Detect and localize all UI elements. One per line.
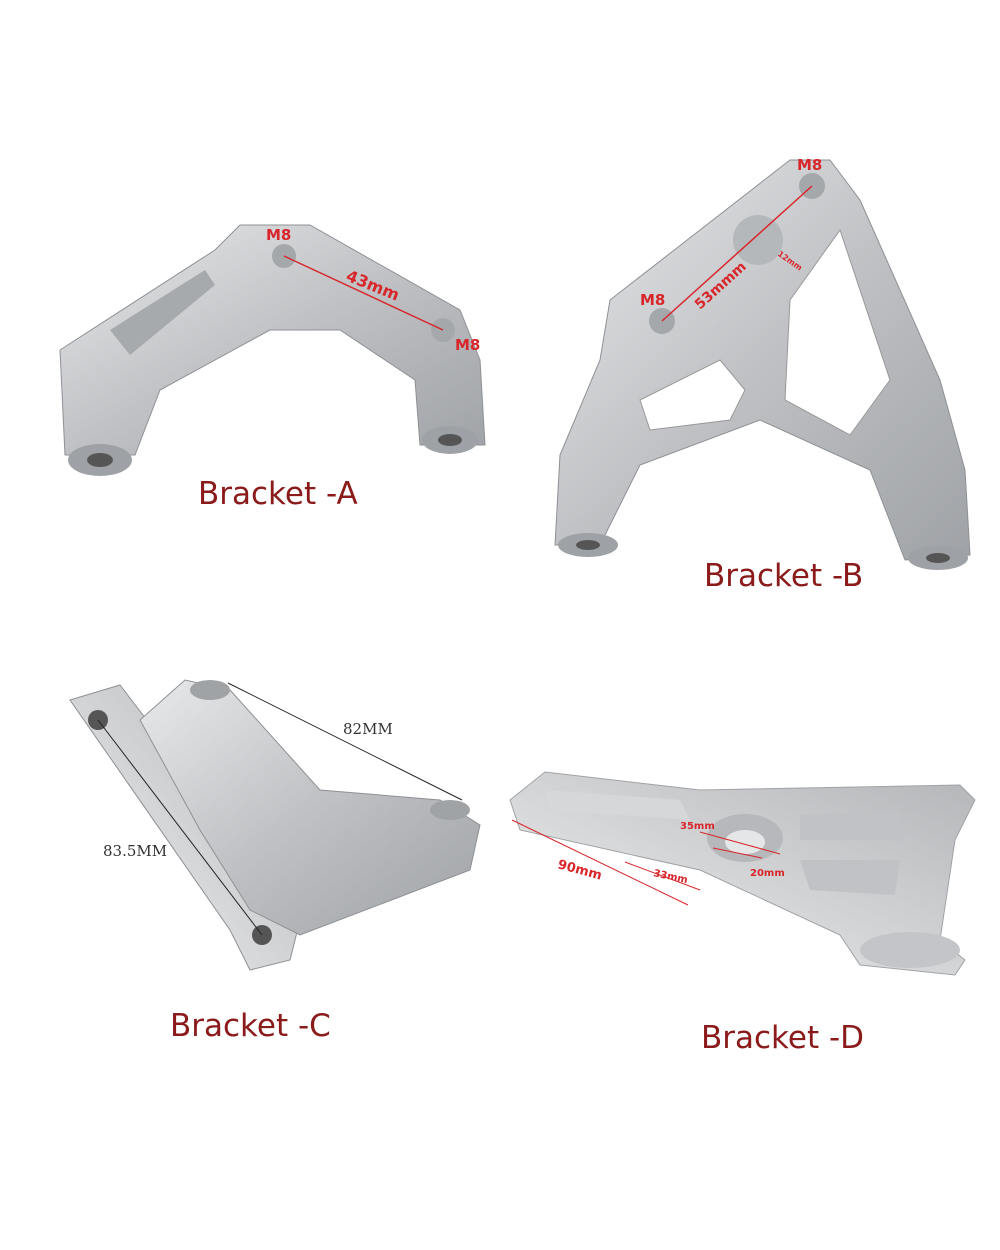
bracket-d-slot-label: 33mm [652,868,688,886]
caption-bracket-d: Bracket -D [701,1020,865,1056]
bracket-d-bore-inner-label: 20mm [750,868,785,879]
bracket-c-height-label: 83.5MM [103,842,167,860]
bracket-d-bore-outer-label: 35mm [680,821,715,832]
caption-bracket-b: Bracket -B [704,558,864,594]
bracket-d-image [509,771,976,976]
bracket-b-image [554,159,971,570]
bracket-c-image [69,679,481,971]
bracket-c-width-label: 82MM [343,720,393,738]
bracket-a-hole1-label: M8 [266,226,291,244]
bracket-a-hole2-label: M8 [455,336,480,354]
bracket-b-hole2-label: M8 [640,291,665,309]
caption-bracket-a: Bracket -A [198,476,358,512]
bracket-b-hole1-label: M8 [797,156,822,174]
bracket-a-image [59,224,486,476]
bracket-d-length-label: 90mm [556,857,604,883]
caption-bracket-c: Bracket -C [170,1008,331,1044]
